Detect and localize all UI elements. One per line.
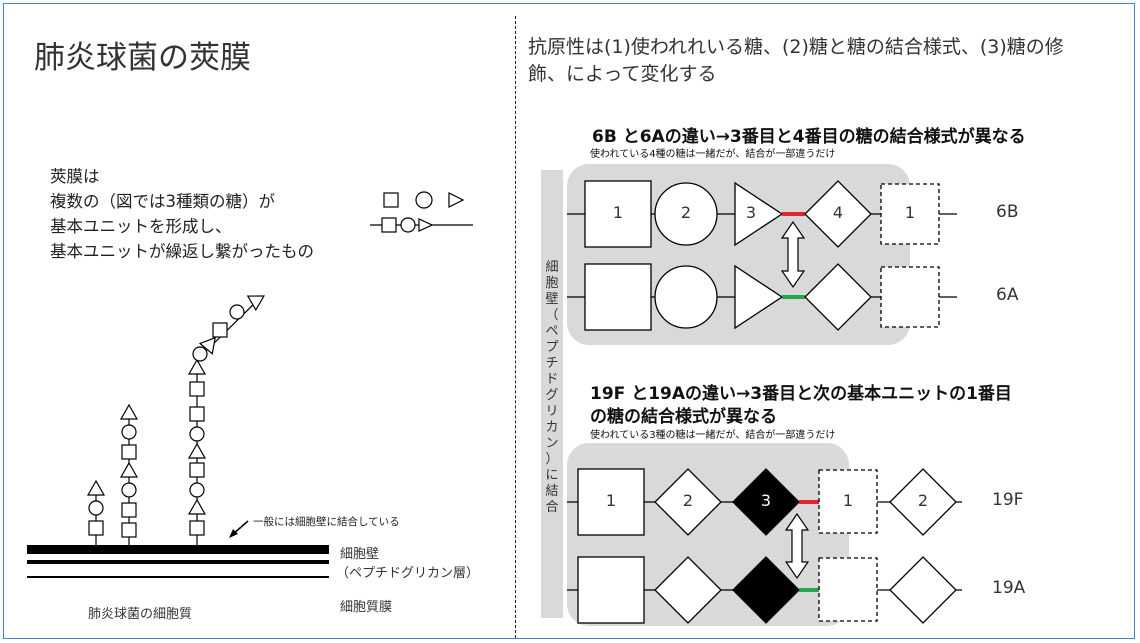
vertical-label-bar: 細胞壁（ペプチドグリカン）に結合 — [541, 170, 563, 618]
row-19F-label: 19F — [992, 490, 1024, 510]
row-6B-number-4: 4 — [832, 203, 844, 222]
cell-membrane-line — [27, 576, 329, 578]
chain-c-circle-icon — [189, 426, 205, 442]
row-6B-dashed-square-icon — [880, 183, 940, 245]
panel-divider — [515, 16, 516, 638]
group-19-heading-line-2: の糖の結合様式が異なる — [590, 407, 777, 427]
row-19F-diamond-2-icon — [889, 468, 957, 536]
vertical-label-text: 細胞壁（ペプチドグリカン）に結合 — [545, 260, 559, 515]
row-19A-label: 19A — [992, 578, 1026, 598]
row-6B-triangle-icon — [734, 181, 784, 247]
row-19F-number-1: 1 — [605, 491, 617, 510]
row-19F-number-3: 3 — [760, 491, 772, 510]
slide-title: 肺炎球菌の莢膜 — [34, 40, 251, 76]
definition-line-1: 莢膜は — [50, 167, 100, 186]
chain-b-triangle-icon — [119, 403, 139, 420]
legend-square-icon — [383, 192, 399, 208]
chain-b-square-icon — [121, 444, 137, 460]
row-6A-circle-icon — [654, 265, 718, 329]
description-line-2: 飾、によって変化する — [528, 63, 717, 85]
cell-wall-annotation: 一般には細胞壁に結合している — [253, 516, 400, 528]
chain-c2-square-icon — [212, 322, 228, 338]
chain-c-square-icon — [189, 520, 205, 536]
definition-line-4: 基本ユニットが繰返し繋がったもの — [50, 242, 314, 261]
row-19F-number-4: 1 — [842, 491, 854, 510]
chain-c-triangle-icon — [187, 498, 207, 515]
row-19A-dashed-square-icon — [818, 557, 878, 622]
cell-wall-bar — [27, 545, 329, 554]
row-19A-diamond-icon — [654, 556, 722, 624]
chain-c-square-icon — [189, 462, 205, 478]
row-6B-square-icon — [584, 180, 652, 248]
row-19F-diamond-icon — [654, 468, 722, 536]
row-6B-number-1: 1 — [612, 203, 624, 222]
cytoplasm-label: 肺炎球菌の細胞質 — [88, 607, 193, 622]
row-6B-number-2: 2 — [680, 203, 692, 222]
chain-c2-triangle-icon — [198, 336, 216, 355]
row-19F-square-icon — [577, 468, 645, 536]
row-6A-label: 6A — [996, 285, 1019, 305]
definition-line-3: 基本ユニットを形成し、 — [50, 217, 232, 236]
row-19F-number-2: 2 — [682, 491, 694, 510]
chain-c-square-icon — [189, 406, 205, 422]
chain-b-square-icon — [121, 502, 137, 518]
description-line-1: 抗原性は(1)使われれいる糖、(2)糖と糖の結合様式、(3)糖の修 — [528, 36, 1064, 58]
row-19F-dashed-square-icon — [818, 469, 878, 534]
chain-c-triangle-icon — [187, 358, 207, 375]
legend-unit-circle-icon — [400, 217, 416, 233]
double-arrow-6 — [780, 220, 806, 289]
chain-c-square-icon — [189, 381, 205, 397]
row-6B-number-5: 1 — [904, 203, 916, 222]
legend-unit-triangle-icon — [418, 218, 434, 232]
row-6A-dashed-square-icon — [880, 266, 940, 328]
chain-a-triangle-icon — [86, 479, 106, 496]
definition-line-2: 複数の（図では3種類の糖）が — [50, 192, 275, 211]
row-6A-diamond-icon — [804, 263, 872, 331]
structure-rows — [567, 180, 962, 624]
cell-wall-label: 細胞壁 — [340, 547, 380, 562]
legend-triangle-icon — [448, 192, 465, 208]
chain-b-circle-icon — [121, 482, 137, 498]
group-19-heading-line-1: 19F と19Aの違い→3番目と次の基本ユニットの1番目 — [590, 384, 1012, 404]
cell-membrane-label: 細胞質膜 — [340, 600, 393, 615]
chain-c-circle-icon — [189, 482, 205, 498]
legend-unit-square-icon — [381, 217, 397, 233]
chain-a-square-icon — [88, 520, 104, 536]
row-6B-circle-icon — [654, 182, 718, 246]
cell-wall-bar-2 — [27, 560, 329, 564]
row-19A-diamond-2-icon — [889, 556, 957, 624]
chain-a-circle-icon — [88, 500, 104, 516]
group-6-heading: 6B と6Aの違い→3番目と4番目の糖の結合様式が異なる — [592, 127, 1026, 147]
chain-b-triangle-icon — [119, 461, 139, 478]
group-19-note: 使われている3種の糖は一緒だが、結合が一部違うだけ — [590, 430, 836, 441]
chain-b-circle-icon — [121, 424, 137, 440]
row-19F-number-5: 2 — [917, 491, 929, 510]
chain-c2-circle-icon — [192, 346, 208, 362]
slide-frame — [3, 3, 1135, 639]
capsule-chains — [86, 295, 265, 545]
double-arrow-19 — [784, 512, 810, 580]
row-6A-square-icon — [584, 263, 652, 331]
group-6-note: 使われている4種の糖は一緒だが、結合が一部違うだけ — [590, 149, 836, 160]
chain-c2-triangle-icon — [246, 295, 265, 312]
row-19A-square-icon — [577, 556, 645, 624]
row-6B-diamond-icon — [804, 180, 872, 248]
chain-b-square-icon — [121, 522, 137, 538]
row-6B-number-3: 3 — [745, 203, 757, 222]
row-6A-triangle-icon — [734, 264, 784, 330]
cell-wall-sublabel: （ペプチドグリカン層） — [336, 566, 480, 581]
row-6B-label: 6B — [996, 202, 1019, 222]
chain-c2-circle-icon — [229, 304, 245, 320]
chain-c-triangle-icon — [187, 442, 207, 459]
legend-circle-icon — [415, 191, 433, 209]
annotation-arrow-head — [229, 529, 238, 538]
